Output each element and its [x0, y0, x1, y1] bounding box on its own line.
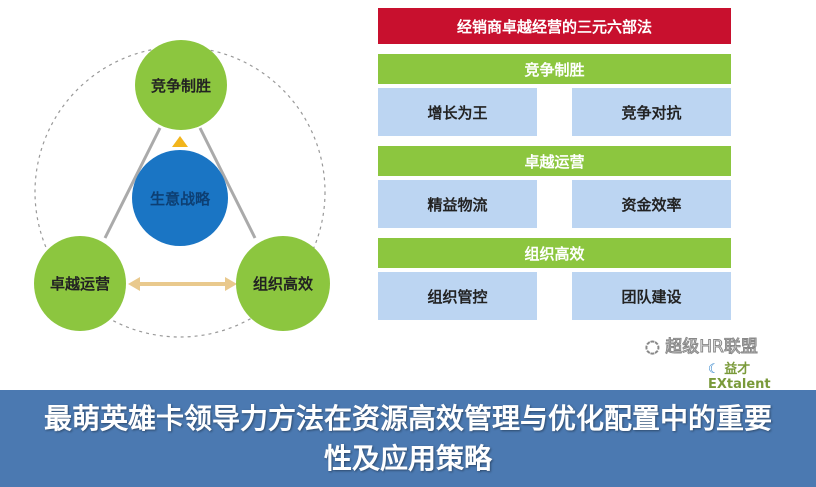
node-label: 竞争制胜 — [150, 76, 211, 95]
section-title: 组织高效 — [378, 238, 731, 268]
center-label: 生意战略 — [149, 189, 210, 208]
node-label: 卓越运营 — [49, 275, 110, 293]
section-item: 增长为王 — [378, 88, 537, 136]
center-node: 生意战略 — [132, 150, 228, 246]
section-title: 卓越运营 — [378, 146, 731, 176]
logo-wave-icon: ☾ — [708, 362, 720, 377]
section-item: 竞争对抗 — [572, 88, 731, 136]
section-item: 组织管控 — [378, 272, 537, 320]
diagram-connectors — [34, 46, 326, 338]
panel-header: 经销商卓越经营的三元六部法 — [378, 8, 731, 44]
title-overlay: 最萌英雄卡领导力方法在资源高效管理与优化配置中的重要性及应用策略 — [0, 390, 816, 487]
watermark-text: 超级HR联盟 — [665, 337, 759, 358]
watermark-logo: ☾ 益才 EXtalent — [708, 358, 816, 392]
wechat-icon: ◌ — [644, 337, 666, 358]
node-organization: 组织高效 — [236, 236, 330, 331]
node-label: 组织高效 — [252, 275, 313, 293]
node-competition: 竞争制胜 — [135, 40, 227, 130]
overlay-title: 最萌英雄卡领导力方法在资源高效管理与优化配置中的重要性及应用策略 — [43, 401, 772, 475]
watermark-account: ◌ 超级HR联盟 — [644, 332, 759, 358]
section-title: 竞争制胜 — [378, 54, 731, 84]
node-operations: 卓越运营 — [34, 236, 126, 331]
section-item: 资金效率 — [572, 180, 731, 228]
section-item: 精益物流 — [378, 180, 537, 228]
logo-text: 益才 EXtalent — [708, 362, 771, 392]
section-item: 团队建设 — [572, 272, 731, 320]
